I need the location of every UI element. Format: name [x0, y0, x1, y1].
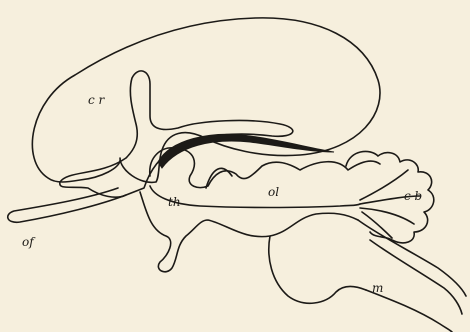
brain-floor-upper [150, 186, 360, 208]
label-cr: c r [88, 93, 106, 107]
pons-outline [269, 236, 366, 303]
label-th: th [168, 195, 181, 209]
label-ol: ol [268, 185, 279, 199]
label-cb: c b [404, 189, 422, 203]
cerebrum-outline [32, 18, 380, 183]
medulla-outline-lower [366, 290, 452, 332]
medulla-outline-mid [370, 240, 462, 314]
label-of: of [22, 235, 36, 249]
olfactory-tract-outline [8, 188, 126, 222]
optic-lobe-inner [206, 168, 232, 188]
label-m: m [372, 281, 383, 295]
